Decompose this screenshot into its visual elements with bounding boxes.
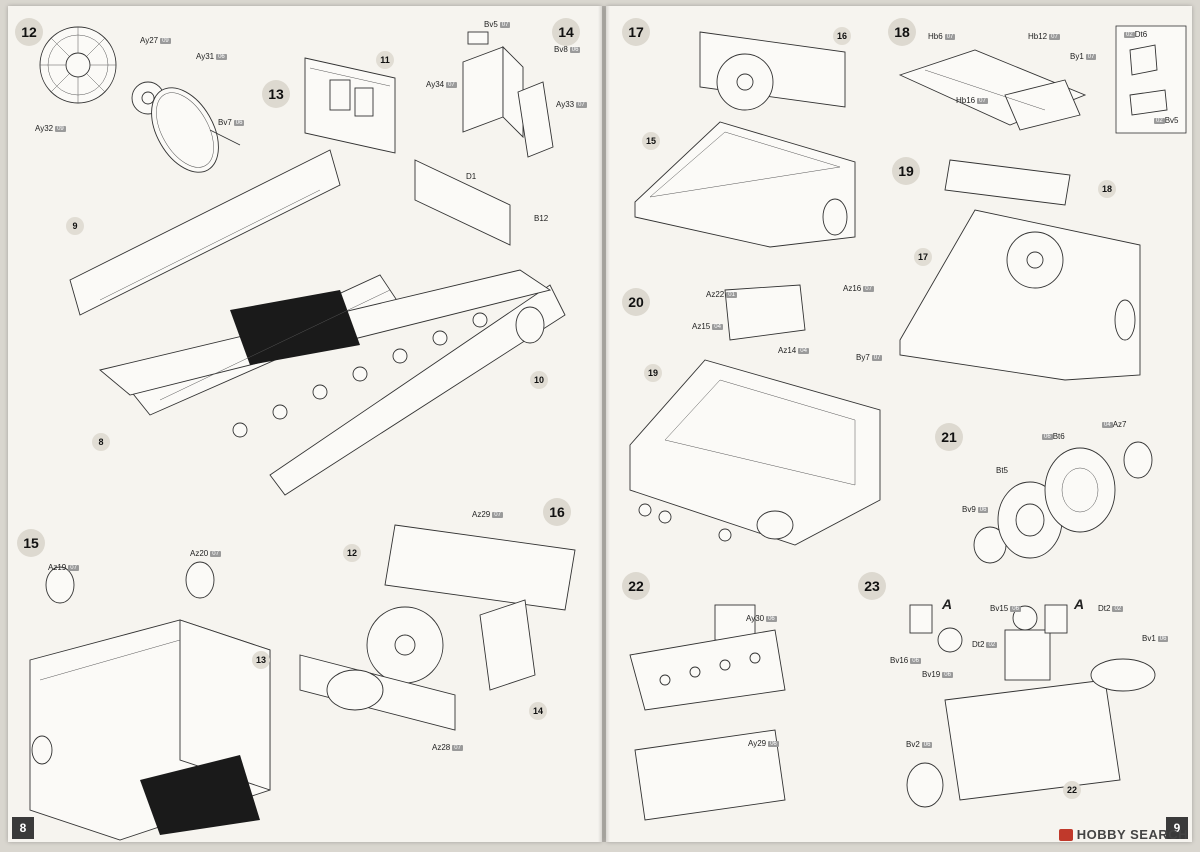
step15-hull-drawing: [29, 561, 271, 841]
page-number-left: 8: [12, 817, 34, 839]
step-21: 21: [935, 423, 963, 451]
step22-gearbox-drawing: [629, 604, 786, 821]
watermark: HOBBY SEARCH: [1058, 827, 1188, 842]
sub-assembly-letter: A: [1074, 596, 1085, 612]
step14-box-drawing: [462, 31, 554, 158]
callout-19: 19: [644, 364, 662, 382]
step18-frame-drawing: [898, 49, 1087, 131]
step-23: 23: [858, 572, 886, 600]
callout-8: 8: [92, 433, 110, 451]
callout-10: 10: [530, 371, 548, 389]
step-19: 19: [892, 157, 920, 185]
callout-15: 15: [642, 132, 660, 150]
step13-panel-drawing: [304, 57, 396, 154]
step18-detail-box: [1115, 25, 1187, 134]
step-17: 17: [622, 18, 650, 46]
step23-gearbox-drawing: [906, 604, 1156, 808]
callout-9: 9: [66, 217, 84, 235]
step19-hull-drawing: [899, 159, 1141, 381]
step-20: 20: [622, 288, 650, 316]
callout-22: 22: [1063, 781, 1081, 799]
step16-rear-drawing: [299, 524, 576, 731]
step-13: 13: [262, 80, 290, 108]
hull-lower-drawing: [69, 149, 566, 496]
step-14: 14: [552, 18, 580, 46]
step-18: 18: [888, 18, 916, 46]
sub-assembly-letter: A: [942, 596, 953, 612]
page-number-right: 9: [1166, 817, 1188, 839]
part-label: B12: [534, 214, 549, 223]
part-label: D1: [466, 172, 477, 181]
callout-14: 14: [529, 702, 547, 720]
step17-hull-drawing: [634, 31, 856, 248]
callout-12: 12: [343, 544, 361, 562]
step-22: 22: [622, 572, 650, 600]
step-15: 15: [17, 529, 45, 557]
step-16: 16: [543, 498, 571, 526]
callout-18: 18: [1098, 180, 1116, 198]
watermark-logo-icon: [1058, 828, 1073, 841]
callout-17: 17: [914, 248, 932, 266]
part-label: Bt5: [996, 466, 1009, 475]
callout-16: 16: [833, 27, 851, 45]
step20-hull-drawing: [629, 284, 881, 546]
step-12: 12: [15, 18, 43, 46]
step21-wheel-drawing: [973, 441, 1153, 564]
callout-13: 13: [252, 651, 270, 669]
step12-fan-drawing: [39, 26, 241, 173]
callout-11: 11: [376, 51, 394, 69]
